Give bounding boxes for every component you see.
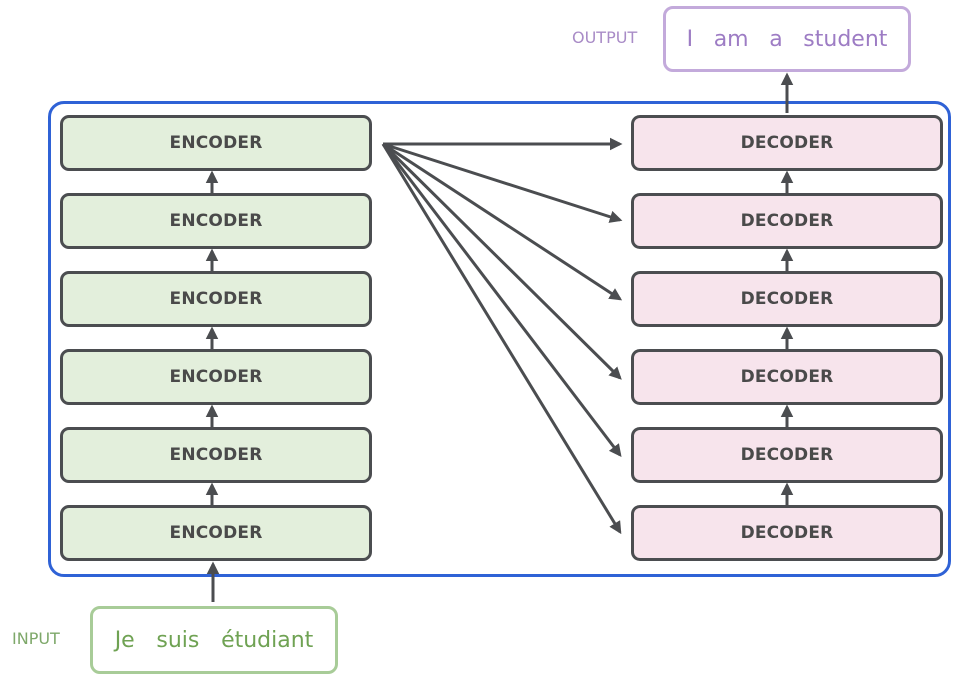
output-token: am <box>713 26 749 52</box>
input-sentence-box: Je suis étudiant <box>90 606 338 674</box>
output-sentence-box: I am a student <box>663 6 911 72</box>
decoder-block-1: DECODER <box>631 505 943 561</box>
encoder-block-3: ENCODER <box>60 349 372 405</box>
decoder-block-3: DECODER <box>631 349 943 405</box>
output-label: OUTPUT <box>572 28 638 47</box>
cross-attention-arrow <box>381 143 622 535</box>
encoder-block-2: ENCODER <box>60 427 372 483</box>
output-token: a <box>769 26 783 52</box>
decoder-block-6: DECODER <box>631 115 943 171</box>
decoder-block-4: DECODER <box>631 271 943 327</box>
encoder-block-6: ENCODER <box>60 115 372 171</box>
encoder-block-1: ENCODER <box>60 505 372 561</box>
cross-attention-arrow <box>382 142 623 223</box>
cross-attention-arrow <box>381 142 622 380</box>
encoder-block-4: ENCODER <box>60 271 372 327</box>
encoder-block-5: ENCODER <box>60 193 372 249</box>
decoder-block-5: DECODER <box>631 193 943 249</box>
encoder-decoder-frame <box>48 101 951 577</box>
cross-attention-arrow <box>381 143 622 458</box>
decoder-block-2: DECODER <box>631 427 943 483</box>
input-label: INPUT <box>12 629 60 648</box>
output-token: student <box>803 26 888 52</box>
output-token: I <box>686 26 694 52</box>
input-token: étudiant <box>221 627 314 653</box>
input-token: suis <box>156 627 200 653</box>
cross-attention-arrow <box>382 142 623 301</box>
input-token: Je <box>114 627 135 653</box>
